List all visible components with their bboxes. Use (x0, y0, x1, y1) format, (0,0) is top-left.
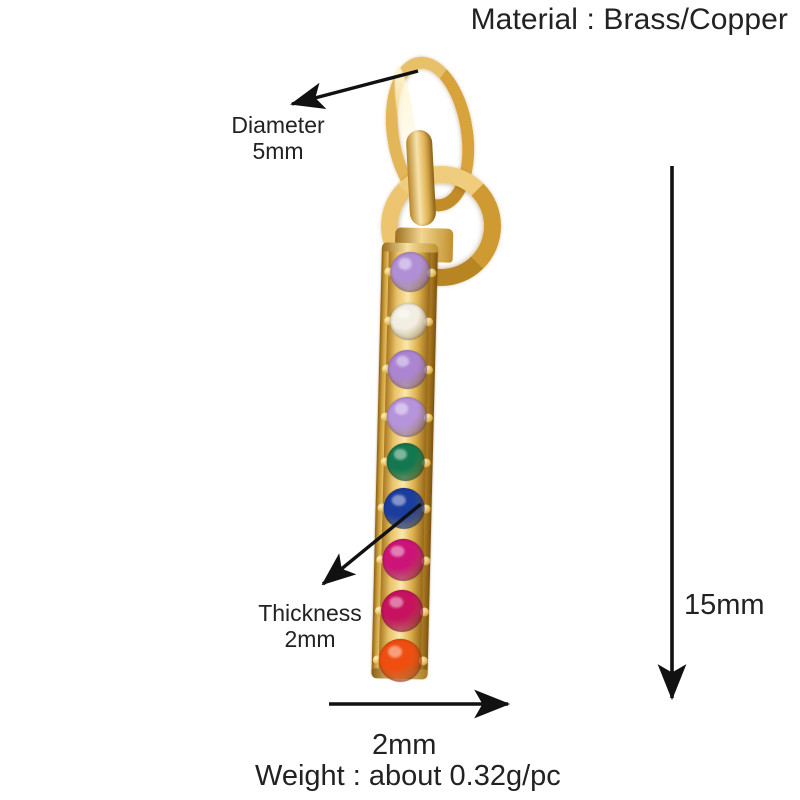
diameter-arrow (290, 69, 419, 110)
diameter-callout: Diameter 5mm (222, 112, 334, 164)
thickness-arrow (321, 502, 423, 586)
thickness-value-text: 2mm (284, 626, 336, 652)
thickness-callout: Thickness 2mm (254, 600, 366, 652)
material-text: Material : Brass/Copper (470, 3, 788, 36)
diameter-value-text: 5mm (252, 138, 304, 164)
thickness-label-text: Thickness (258, 600, 362, 626)
weight-text: Weight : about 0.32g/pc (255, 760, 561, 792)
height-dimension-text: 15mm (684, 589, 765, 621)
diameter-label-text: Diameter (231, 112, 325, 138)
width-dimension-text: 2mm (372, 729, 437, 761)
